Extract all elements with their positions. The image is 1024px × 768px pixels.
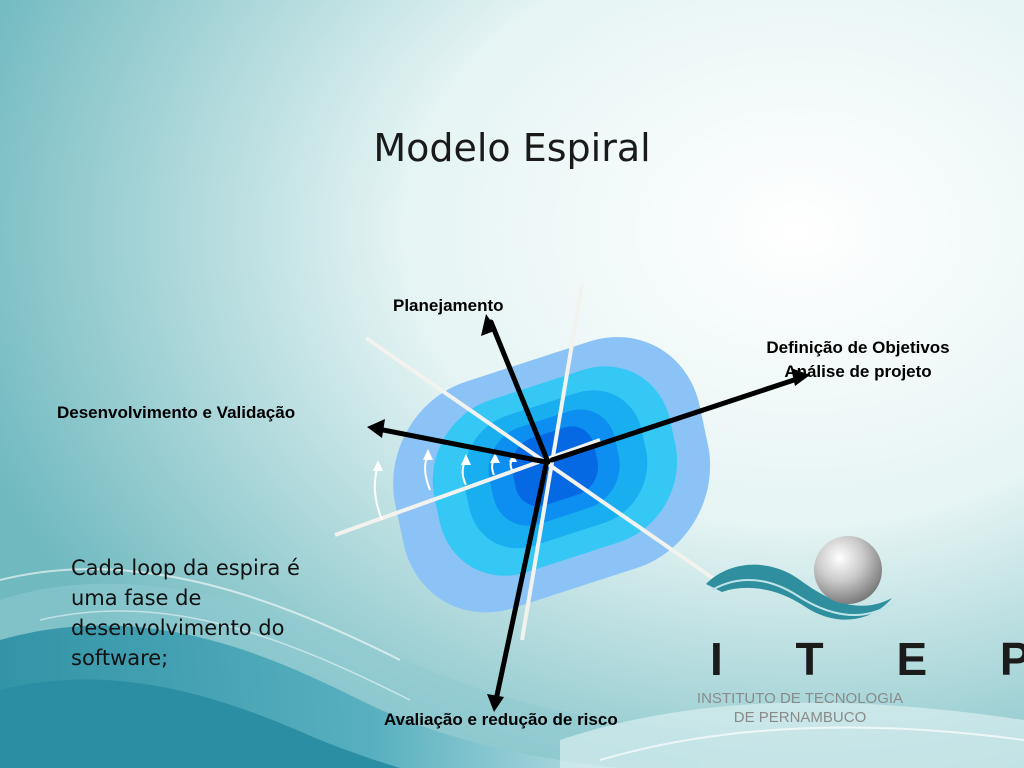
label-planejamento: Planejamento: [393, 296, 504, 315]
body-line: software;: [71, 646, 169, 670]
slide-body-text: Cada loop da espira é uma fase de desenv…: [71, 553, 371, 673]
label-desenvolvimento: Desenvolvimento e Validação: [57, 403, 296, 422]
arrowhead-planejamento: [481, 314, 497, 336]
body-line: desenvolvimento do: [71, 616, 285, 640]
arrow-objetivos: [549, 375, 803, 463]
arrow-planejamento: [488, 319, 551, 465]
label-objetivos-line2: Análise de projeto: [784, 362, 932, 381]
body-line: uma fase de: [71, 586, 202, 610]
arrowhead-desenvolvimento: [367, 419, 385, 438]
logo-letters: I T E P: [710, 633, 1024, 685]
slide-title: Modelo Espiral: [373, 126, 651, 170]
label-definicao-objetivos: Definição de Objetivos Análise de projet…: [720, 336, 996, 384]
logo-sphere-icon: [814, 536, 882, 604]
arrow-avaliacao: [493, 462, 549, 703]
arrow-desenvolvimento: [375, 426, 549, 465]
logo-subtitle-line2: DE PERNAMBUCO: [733, 709, 867, 726]
label-objetivos-line1: Definição de Objetivos: [766, 338, 950, 357]
arrowhead-objetivos: [791, 368, 810, 386]
arrowhead-avaliacao: [487, 694, 504, 712]
label-avaliacao: Avaliação e redução de risco: [384, 710, 618, 729]
logo-subtitle-line1: INSTITUTO DE TECNOLOGIA: [696, 690, 904, 707]
logo-swoosh-icon: [706, 564, 892, 620]
body-line: Cada loop da espira é: [71, 556, 300, 580]
